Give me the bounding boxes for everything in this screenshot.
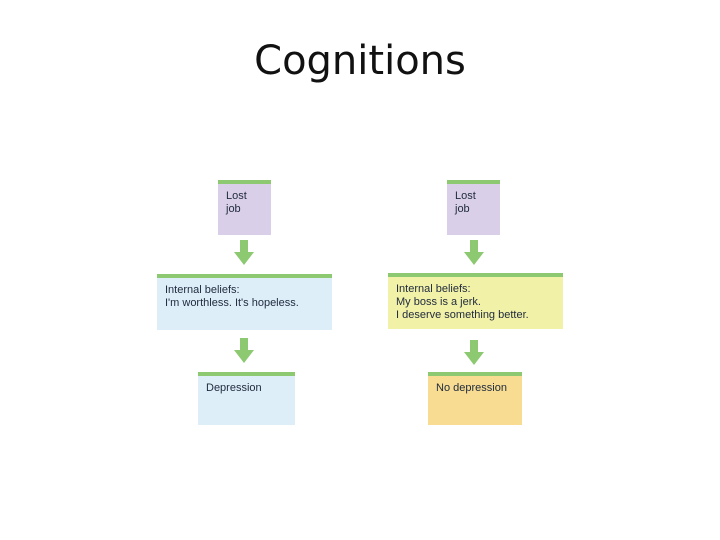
left-event-box: Lost job: [218, 180, 271, 235]
left-belief-box: Internal beliefs: I'm worthless. It's ho…: [157, 274, 332, 330]
left-event-label: Lost job: [226, 190, 247, 215]
right-event-label: Lost job: [455, 190, 476, 215]
down-arrow-icon: [464, 240, 484, 265]
left-belief-heading: Internal beliefs:: [165, 284, 240, 296]
right-belief-line-1: My boss is a jerk.: [396, 296, 481, 308]
right-belief-heading: Internal beliefs:: [396, 283, 471, 295]
right-outcome-label: No depression: [436, 382, 507, 394]
left-outcome-label: Depression: [206, 382, 262, 394]
left-belief-line-1: I'm worthless. It's hopeless.: [165, 297, 299, 309]
down-arrow-icon: [464, 340, 484, 365]
right-belief-line-2: I deserve something better.: [396, 309, 529, 321]
right-event-box: Lost job: [447, 180, 500, 235]
slide-title: Cognitions: [254, 38, 466, 84]
left-outcome-box: Depression: [198, 372, 295, 425]
right-belief-box: Internal beliefs: My boss is a jerk. I d…: [388, 273, 563, 329]
down-arrow-icon: [234, 338, 254, 363]
down-arrow-icon: [234, 240, 254, 265]
right-outcome-box: No depression: [428, 372, 522, 425]
